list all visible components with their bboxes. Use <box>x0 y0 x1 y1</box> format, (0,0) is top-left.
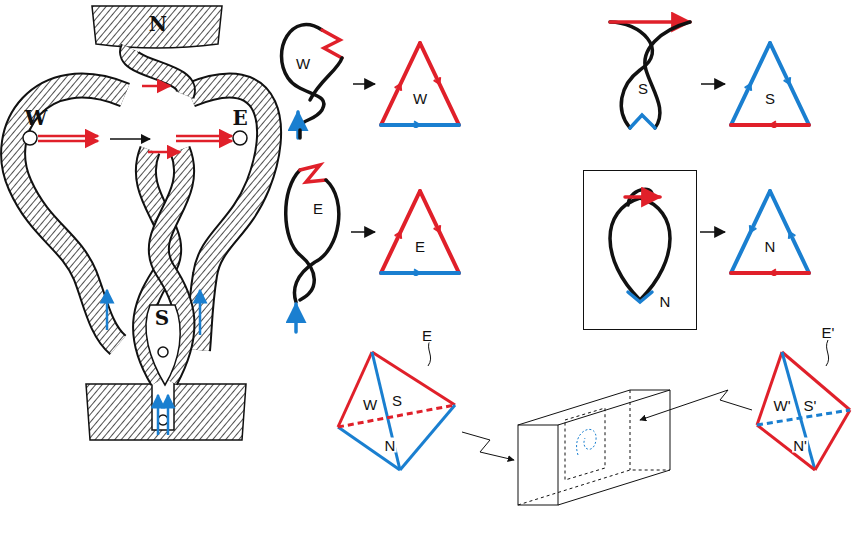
node-label: S <box>765 91 775 106</box>
box-drawing <box>462 390 752 505</box>
pole-label: S <box>391 393 403 408</box>
arrow-connector <box>351 231 375 233</box>
node-label: N <box>765 239 776 254</box>
field-arrows <box>38 86 232 435</box>
pole-label: N' <box>792 438 808 453</box>
node-label: W <box>413 91 427 106</box>
knot-node: S <box>598 14 698 138</box>
node-label: N <box>660 294 671 309</box>
knot-node: W <box>270 10 350 142</box>
framed-knot: N <box>583 170 697 330</box>
pole-label: W' <box>772 398 791 413</box>
pole-label: N <box>148 14 168 34</box>
arrow-connector <box>701 83 725 85</box>
triangle-node: N <box>728 188 812 276</box>
pole-label: W <box>362 397 378 412</box>
knot-node: E <box>276 158 348 336</box>
pole-label: N <box>384 438 397 453</box>
tetrahedra <box>338 340 850 470</box>
pole-label: E <box>421 328 433 343</box>
node-label: W <box>296 56 310 71</box>
node-label: S <box>638 81 648 96</box>
arrow-connector <box>700 231 725 233</box>
arrow-connector <box>353 83 375 85</box>
pole-label: S <box>154 308 170 328</box>
triangle-outline <box>378 40 462 128</box>
triangle-outline <box>378 188 462 276</box>
pole-label: E <box>231 108 248 128</box>
triangle-outline <box>728 188 812 276</box>
pole-label: W <box>24 108 48 128</box>
triangle-outline <box>728 40 812 128</box>
triangle-node: W <box>378 40 462 128</box>
triangle-node: E <box>378 188 462 276</box>
knot-drawings <box>282 22 691 332</box>
magnet-illustration <box>13 6 269 440</box>
node-label: E <box>313 201 323 216</box>
pole-label: E' <box>821 325 836 340</box>
pole-label: S' <box>803 398 818 413</box>
node-label: E <box>415 239 425 254</box>
triangle-node: S <box>728 40 812 128</box>
